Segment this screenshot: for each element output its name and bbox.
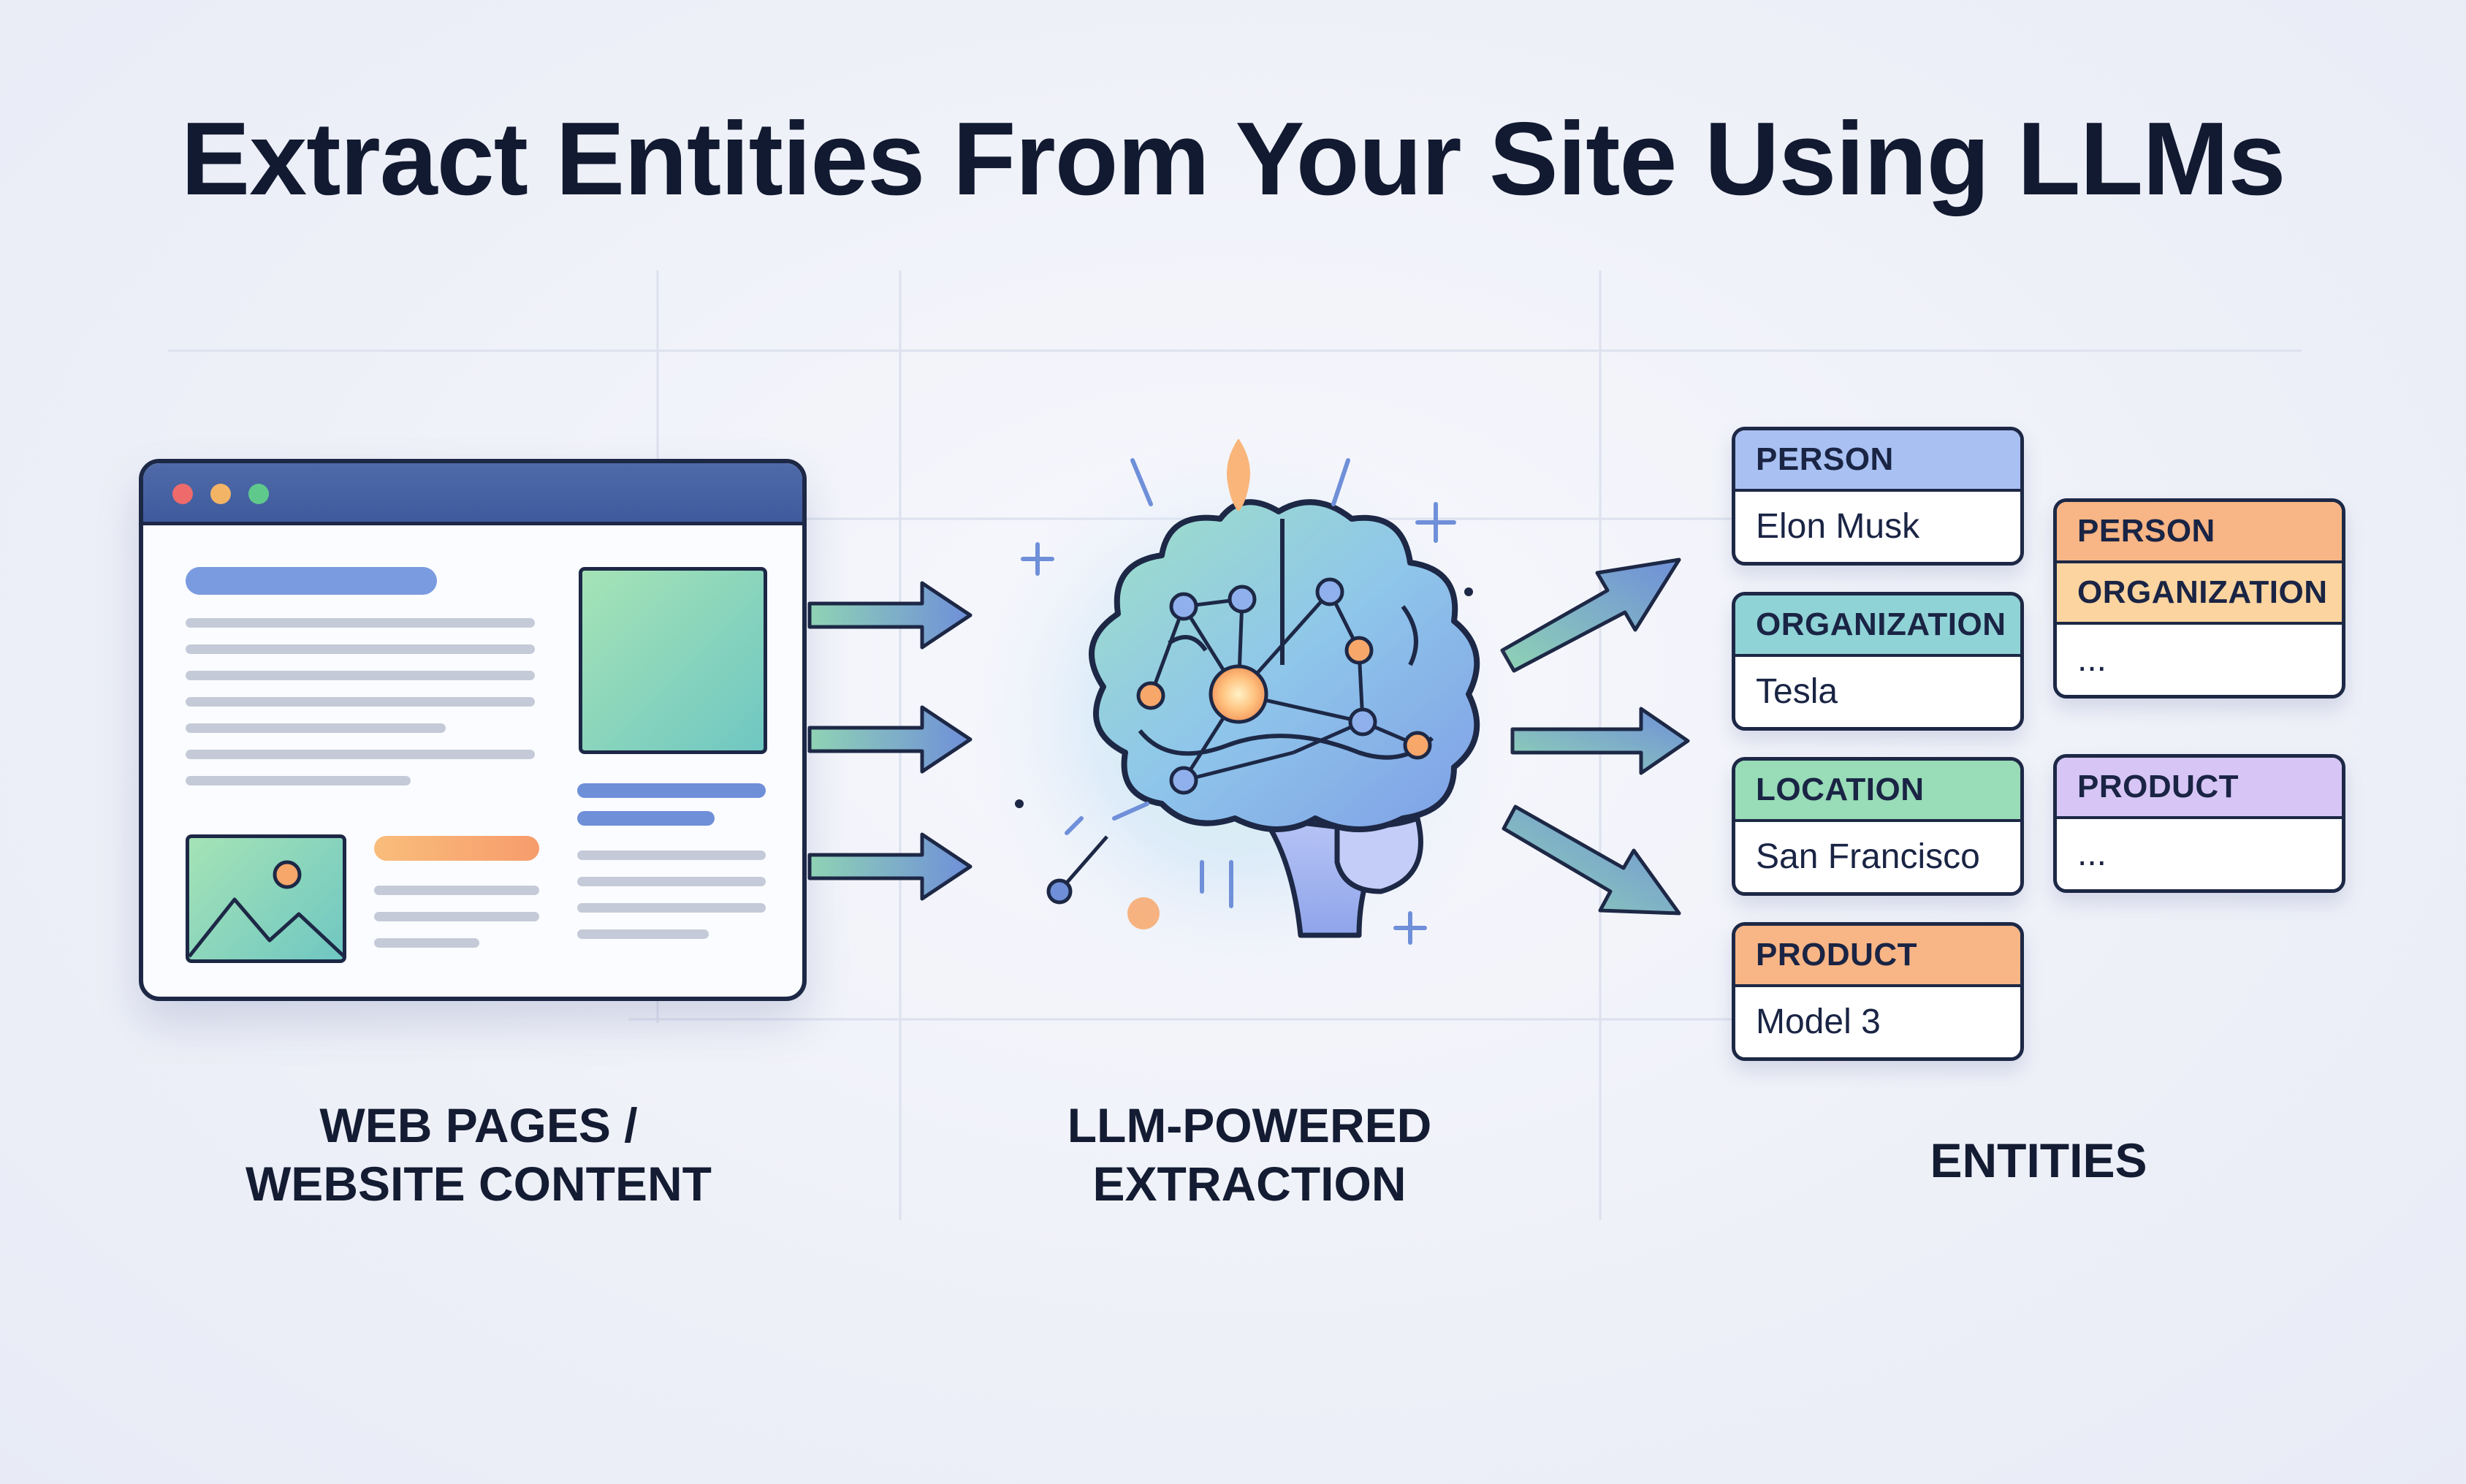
caption-web-pages: WEB PAGES / WEBSITE CONTENT bbox=[175, 1096, 782, 1213]
entity-value: Tesla bbox=[1756, 672, 1838, 711]
network-node bbox=[1136, 681, 1165, 710]
close-dot-icon bbox=[172, 484, 193, 504]
landscape-icon bbox=[186, 834, 346, 963]
website-window-icon bbox=[139, 459, 807, 1001]
entity-card-person: PERSON Elon Musk bbox=[1732, 427, 2024, 566]
text-line bbox=[577, 929, 709, 939]
brain-outline bbox=[1089, 499, 1480, 832]
entity-value: Model 3 bbox=[1756, 1002, 1881, 1041]
page-title: Extract Entities From Your Site Using LL… bbox=[180, 101, 2286, 217]
entity-type-label: ORGANIZATION bbox=[2057, 563, 2342, 625]
caption-line: LLM-POWERED bbox=[1067, 1098, 1432, 1152]
flame-icon bbox=[1227, 438, 1250, 511]
caption-line: ENTITIES bbox=[1930, 1133, 2147, 1187]
image-placeholder bbox=[579, 567, 767, 754]
maximize-dot-icon bbox=[248, 484, 269, 504]
network-node bbox=[1315, 577, 1344, 606]
text-line bbox=[374, 912, 539, 921]
entity-type-label: PERSON bbox=[2057, 502, 2342, 563]
caption-llm-extraction: LLM-POWERED EXTRACTION bbox=[957, 1096, 1542, 1213]
text-line bbox=[577, 903, 766, 913]
network-node bbox=[1046, 878, 1073, 905]
caption-line: WEB PAGES / bbox=[319, 1098, 638, 1152]
text-line bbox=[374, 938, 479, 948]
entity-type-label: LOCATION bbox=[1735, 761, 2020, 822]
entity-card-location: LOCATION San Francisco bbox=[1732, 757, 2024, 896]
caption-line: WEBSITE CONTENT bbox=[246, 1157, 712, 1211]
core-node bbox=[1209, 664, 1268, 724]
network-node bbox=[1169, 766, 1198, 795]
text-line bbox=[577, 877, 766, 886]
entity-type-label: PRODUCT bbox=[1735, 926, 2020, 987]
sparkle-dot bbox=[1464, 587, 1473, 596]
text-line bbox=[186, 697, 535, 707]
text-line bbox=[186, 644, 535, 654]
entity-value: Elon Musk bbox=[1756, 507, 1920, 546]
text-line bbox=[186, 750, 535, 759]
text-line bbox=[186, 776, 411, 785]
network-node bbox=[1403, 731, 1432, 760]
minimize-dot-icon bbox=[210, 484, 231, 504]
entity-value: San Francisco bbox=[1756, 837, 1980, 876]
entity-card-product-extra: PRODUCT ... bbox=[2053, 754, 2345, 893]
heading-placeholder bbox=[186, 567, 437, 595]
entity-type-label: PERSON bbox=[1735, 430, 2020, 492]
network-node bbox=[1348, 707, 1377, 737]
entity-card-product: PRODUCT Model 3 bbox=[1732, 922, 2024, 1061]
entity-value: ... bbox=[2077, 834, 2107, 873]
brain-network-icon bbox=[950, 424, 1549, 994]
arrow-right-icon bbox=[807, 705, 973, 774]
arrow-down-right-icon bbox=[1502, 804, 1681, 916]
sparkle-icon bbox=[1021, 458, 1456, 945]
subheading-placeholder bbox=[577, 811, 715, 826]
text-line bbox=[374, 886, 539, 895]
arrow-right-icon bbox=[807, 832, 973, 901]
entity-type-label: ORGANIZATION bbox=[1735, 595, 2020, 657]
entity-card-organization: ORGANIZATION Tesla bbox=[1732, 592, 2024, 731]
entity-value: ... bbox=[2077, 640, 2107, 679]
subheading-placeholder bbox=[577, 783, 766, 798]
arrow-up-right-icon bbox=[1500, 558, 1681, 673]
text-line bbox=[577, 851, 766, 860]
arrow-right-icon bbox=[1510, 707, 1690, 775]
browser-title-bar bbox=[143, 463, 802, 525]
text-line bbox=[186, 723, 446, 733]
text-line bbox=[186, 671, 535, 680]
network-node bbox=[1228, 585, 1257, 614]
text-line bbox=[186, 618, 535, 628]
network-node bbox=[1344, 636, 1374, 665]
caption-entities: ENTITIES bbox=[1790, 1131, 2287, 1190]
entity-type-label: PRODUCT bbox=[2057, 758, 2342, 819]
network-node bbox=[1127, 897, 1160, 929]
caption-line: EXTRACTION bbox=[1092, 1157, 1407, 1211]
entity-card-person-organization: PERSON ORGANIZATION ... bbox=[2053, 498, 2345, 699]
page-content-mockup bbox=[143, 463, 802, 997]
arrow-right-icon bbox=[807, 581, 973, 650]
sparkle-dot bbox=[1015, 799, 1024, 808]
button-placeholder bbox=[374, 836, 539, 861]
network-node bbox=[1169, 592, 1198, 621]
